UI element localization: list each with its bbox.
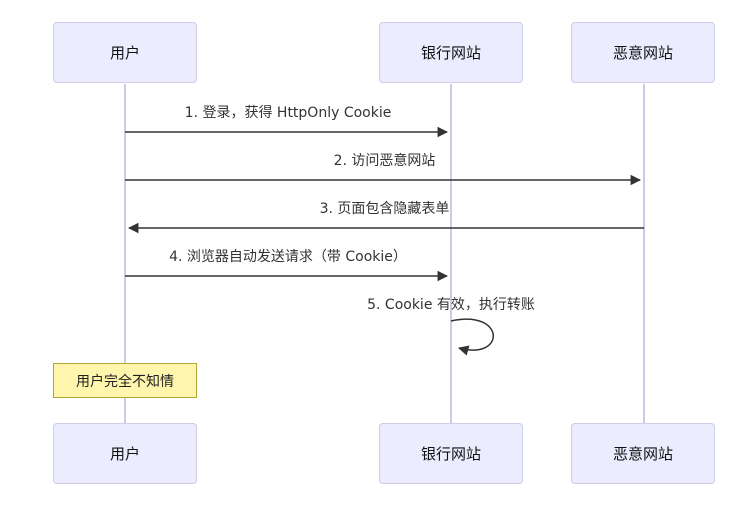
actor-label: 用户 xyxy=(109,44,140,62)
message-label-4: 4. 浏览器自动发送请求（带 Cookie） xyxy=(169,249,407,265)
actor-bank-top: 银行网站 xyxy=(379,22,523,83)
actor-label: 用户 xyxy=(109,445,140,463)
actor-evil-top: 恶意网站 xyxy=(571,22,715,83)
message-label-2: 2. 访问恶意网站 xyxy=(333,153,436,169)
actor-user-top: 用户 xyxy=(53,22,197,83)
actor-label: 银行网站 xyxy=(420,44,481,62)
message-label-5: 5. Cookie 有效，执行转账 xyxy=(367,297,535,313)
actor-label: 银行网站 xyxy=(420,445,481,463)
message-label-1: 1. 登录，获得 HttpOnly Cookie xyxy=(184,105,392,121)
note-label: 用户完全不知情 xyxy=(76,373,174,390)
message-self-loop-5 xyxy=(450,318,495,356)
actor-label: 恶意网站 xyxy=(612,445,673,463)
actor-bank-bottom: 银行网站 xyxy=(379,423,523,484)
note-box: 用户完全不知情 xyxy=(53,363,197,398)
actor-evil-bottom: 恶意网站 xyxy=(571,423,715,484)
actor-user-bottom: 用户 xyxy=(53,423,197,484)
message-label-3: 3. 页面包含隐藏表单 xyxy=(319,201,450,217)
actor-label: 恶意网站 xyxy=(612,44,673,62)
